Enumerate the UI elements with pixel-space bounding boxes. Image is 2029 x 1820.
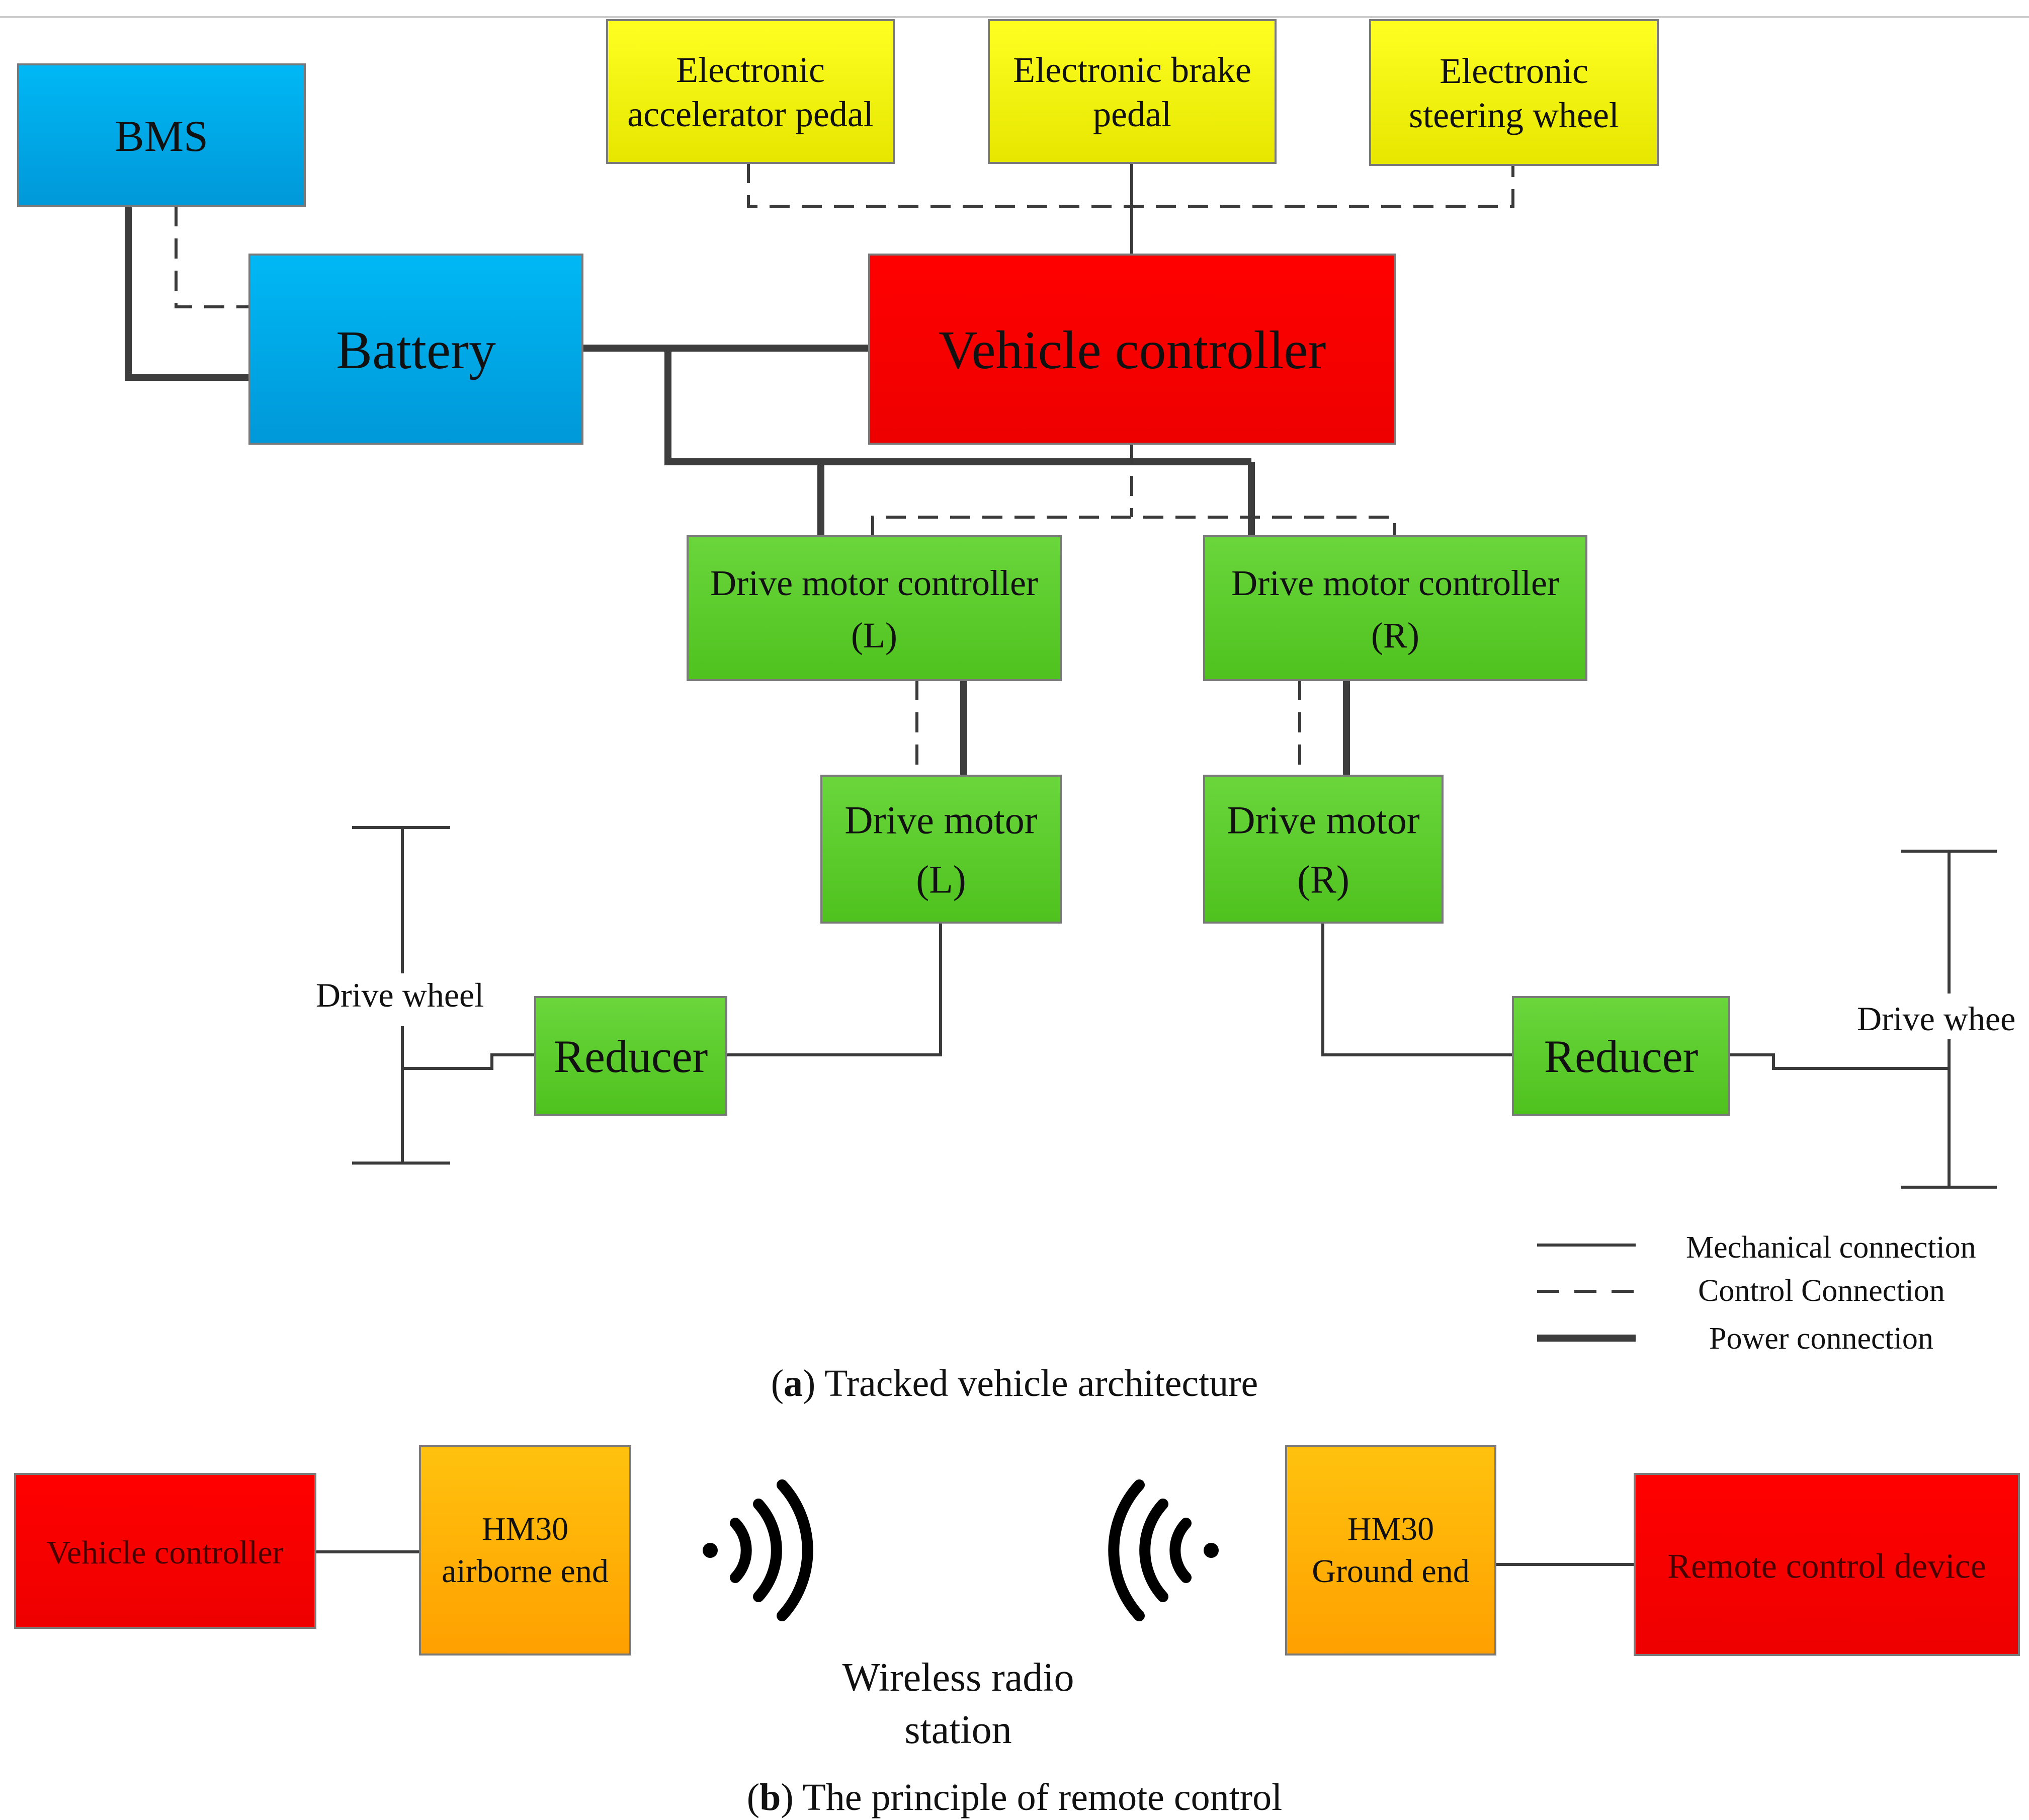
caption-a: (a) Tracked vehicle architecture <box>771 1362 1258 1404</box>
drive-motor-controller-right-box: Drive motor controller (R) <box>1203 535 1587 681</box>
legend: Mechanical connection Control Connection… <box>1537 1230 1976 1356</box>
mech-motor-reducer-right <box>1321 923 1513 1056</box>
drive-wheel-right-symbol <box>1901 850 1997 1189</box>
reducer-right-box: Reducer <box>1512 996 1730 1116</box>
bms-box: BMS <box>17 63 306 207</box>
box-label: Drive motor (R) <box>1227 798 1419 901</box>
battery-box: Battery <box>248 254 583 445</box>
box-label-line: steering wheel <box>1409 95 1619 135</box>
box-label-line: Battery <box>336 320 496 380</box>
legend-mechanical-label: Mechanical connection <box>1686 1230 1976 1265</box>
wireless-signal-right-icon <box>703 1479 813 1621</box>
mech-motor-reducer-left <box>726 923 942 1056</box>
legend-power-label: Power connection <box>1709 1321 1933 1356</box>
box-label-line: pedal <box>1093 94 1171 134</box>
vehicle-controller-b-box: Vehicle controller <box>14 1473 316 1629</box>
drive-wheel-right-label: Drive whee <box>1857 1000 2015 1038</box>
box-label-line: accelerator pedal <box>627 94 874 134</box>
box-label-line: station <box>904 1708 1011 1752</box>
control-dmc-bus <box>871 516 1396 536</box>
box-label-line: (R) <box>1297 857 1349 901</box>
box-label-line: HM30 <box>1347 1511 1434 1547</box>
box-label-line: HM30 <box>482 1511 568 1547</box>
box-label-line: (L) <box>851 615 897 655</box>
legend-control-label: Control Connection <box>1698 1274 1945 1308</box>
box-label-line: Electronic <box>1440 51 1588 91</box>
wireless-signal-left-icon <box>1108 1479 1219 1621</box>
drive-motor-left-box: Drive motor (L) <box>820 775 1062 924</box>
box-label: Drive motor (L) <box>844 798 1037 901</box>
box-label: Reducer <box>554 1031 708 1082</box>
box-label-line: Drive motor controller <box>1231 563 1559 603</box>
hm30-airborne-box: HM30 airborne end <box>419 1445 631 1656</box>
box-label: Reducer <box>1544 1031 1699 1082</box>
caption-b: (b) The principle of remote control <box>747 1776 1282 1818</box>
box-label: Drive motor controller (L) <box>710 563 1038 655</box>
box-label-line: Wireless radio <box>842 1656 1074 1700</box>
mech-reducer-wheel-right <box>1729 1053 1949 1070</box>
box-label-line: Electronic brake <box>1013 50 1251 90</box>
box-label-line: (L) <box>916 857 966 901</box>
box-label-line: Reducer <box>554 1031 708 1082</box>
wireless-radio-label: Wireless radio station <box>842 1656 1074 1752</box>
box-label-line: Electronic <box>676 50 825 90</box>
box-label-line: Drive motor <box>844 798 1037 842</box>
box-label-line: Remote control device <box>1667 1547 1986 1586</box>
remote-control-device-box: Remote control device <box>1634 1473 2020 1656</box>
box-label: Vehicle controller <box>939 320 1326 380</box>
box-label: Battery <box>336 320 496 380</box>
box-label-line: Vehicle controller <box>47 1534 284 1571</box>
box-label-line: Drive motor <box>1227 798 1419 842</box>
reducer-left-box: Reducer <box>534 996 727 1116</box>
box-label: HM30 airborne end <box>442 1511 609 1590</box>
power-bus-drop <box>664 348 1251 465</box>
box-label: Remote control device <box>1667 1547 1986 1586</box>
box-label: Vehicle controller <box>47 1534 284 1571</box>
power-bms-battery <box>125 206 249 381</box>
box-label-line: (R) <box>1371 615 1419 655</box>
mech-reducer-wheel-left <box>402 1053 535 1070</box>
box-label: BMS <box>115 112 208 161</box>
control-bms-battery <box>175 206 249 308</box>
connections-b <box>315 1550 1635 1566</box>
box-label: Drive motor controller (R) <box>1231 563 1559 655</box>
box-label-line: Drive motor controller <box>710 563 1038 603</box>
box-label-line: Vehicle controller <box>939 320 1326 380</box>
box-label-line: Ground end <box>1312 1553 1469 1590</box>
connections-a <box>125 163 1997 1189</box>
box-label-line: BMS <box>115 112 208 161</box>
box-label-line: airborne end <box>442 1553 609 1590</box>
drive-wheel-left-symbol <box>352 826 450 1165</box>
box-label-line: Reducer <box>1544 1031 1699 1082</box>
drive-motor-right-box: Drive motor (R) <box>1203 775 1444 924</box>
vehicle-controller-box: Vehicle controller <box>868 254 1396 445</box>
drive-wheel-left-label: Drive wheel <box>316 976 484 1014</box>
drive-motor-controller-left-box: Drive motor controller (L) <box>687 535 1062 681</box>
